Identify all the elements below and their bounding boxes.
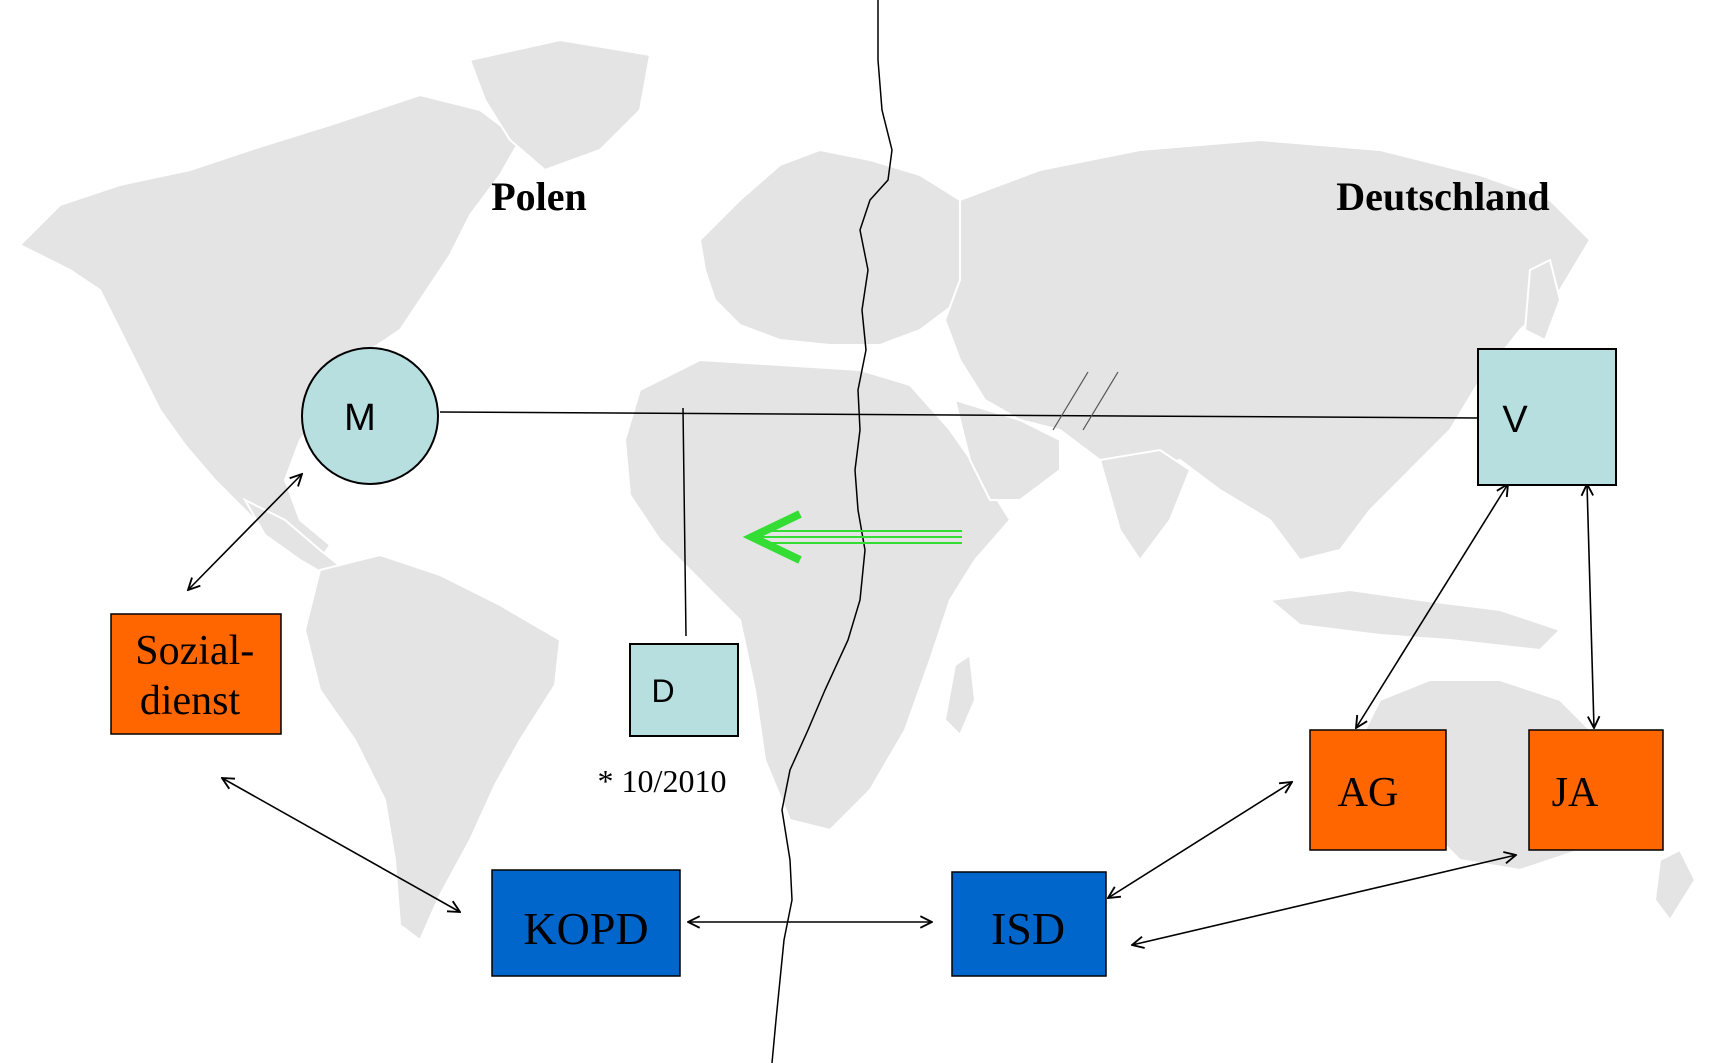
connection-arrows xyxy=(188,474,1594,945)
child-label: D xyxy=(651,673,674,709)
green-relocation-arrow xyxy=(742,510,962,564)
isd-node[interactable] xyxy=(951,871,1107,977)
madagascar-shape xyxy=(943,653,977,737)
sozialdienst-label: Sozial- dienst xyxy=(135,628,264,724)
north-america-shape xyxy=(18,93,522,562)
ag-node[interactable] xyxy=(1309,729,1447,851)
separation-mark-1 xyxy=(1052,371,1089,431)
arrow-m-sozialdienst xyxy=(188,474,302,590)
father-node[interactable] xyxy=(1477,348,1617,486)
arrow-v-ja xyxy=(1587,484,1594,728)
arrow-sozialdienst-kopd xyxy=(222,778,460,912)
japan-shape xyxy=(1523,258,1562,342)
sozialdienst-label-line1: Sozial- xyxy=(135,628,254,674)
arrow-isd-ja xyxy=(1132,855,1516,945)
parents-relationship-line xyxy=(439,411,1479,419)
child-node[interactable] xyxy=(629,643,739,737)
indonesia-shape xyxy=(1267,588,1562,652)
mother-node[interactable] xyxy=(301,347,439,485)
arabia-shape xyxy=(953,398,1061,501)
child-birth-date: * 10/2010 xyxy=(598,763,727,799)
isd-label: ISD xyxy=(991,903,1065,954)
father-label: V xyxy=(1502,399,1528,441)
arrow-v-ag xyxy=(1356,484,1508,728)
ja-node[interactable] xyxy=(1528,729,1664,851)
kopd-node[interactable] xyxy=(491,869,681,977)
greenland-shape xyxy=(468,38,652,172)
arrow-isd-ag xyxy=(1108,782,1292,898)
region-label-left: Polen xyxy=(491,174,587,219)
kopd-label: KOPD xyxy=(523,903,648,954)
sozialdienst-node[interactable] xyxy=(110,613,282,735)
child-descent-line xyxy=(682,407,687,637)
europe-shape xyxy=(698,148,982,346)
region-label-right: Deutschland xyxy=(1336,174,1549,219)
mother-label: M xyxy=(344,397,376,439)
india-shape xyxy=(1098,448,1192,562)
africa-shape xyxy=(623,358,1012,832)
new-zealand-shape xyxy=(1653,848,1697,922)
ja-label: JA xyxy=(1552,770,1599,816)
separation-mark-2 xyxy=(1082,371,1119,431)
country-divider-line xyxy=(771,0,893,1063)
ag-label: AG xyxy=(1338,770,1399,816)
sozialdienst-label-line2: dienst xyxy=(140,678,241,724)
